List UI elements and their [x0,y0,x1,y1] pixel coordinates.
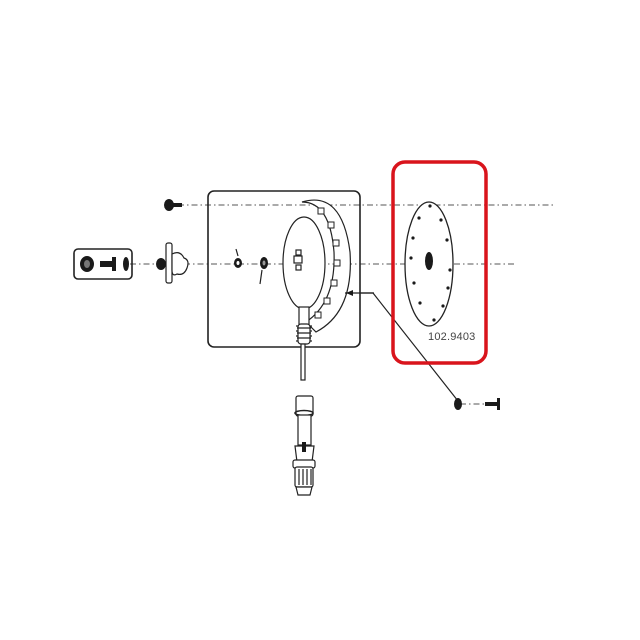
screw-top-left-icon [164,199,182,211]
highlight-box [391,160,488,365]
leader-line [360,292,459,402]
rod-icon [300,343,306,381]
housing-assembly-box [207,190,374,348]
washer-and-screw-icon [454,398,500,410]
connector-fitting-icon [292,395,316,496]
diaphragm-gasket-icon [404,201,454,327]
cross-handle-icon [156,242,189,284]
part-number-label: 102.9403 [428,331,476,343]
knob-assembly-box [73,248,133,280]
